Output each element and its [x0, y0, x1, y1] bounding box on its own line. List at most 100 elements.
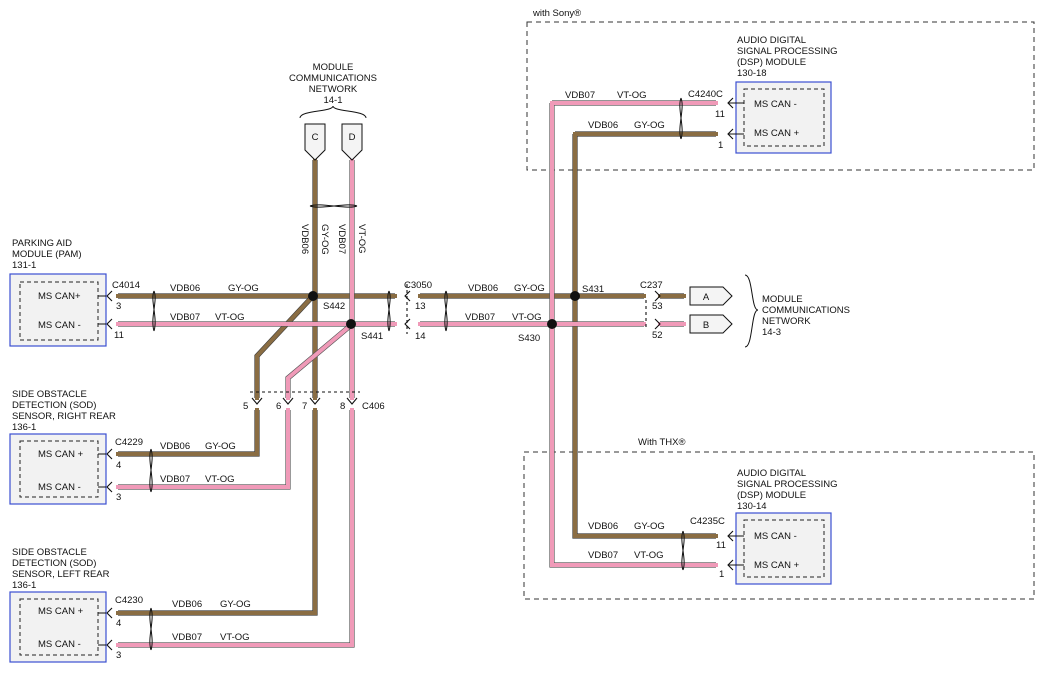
network-top-title-line: 14-1 [323, 95, 342, 106]
wire-label-gy-og: GY-OG [634, 521, 665, 532]
tab-c-label: C [312, 132, 319, 143]
pin-number: 4 [116, 618, 121, 629]
connector-c237-group: C237 53 52 A B MODULE COMMUNICATIONS NET… [640, 274, 850, 348]
splice-s430 [547, 319, 557, 329]
brace-icon [299, 105, 367, 119]
pin-number: 53 [652, 301, 663, 312]
thx-option-zone [523, 451, 1035, 600]
wire-label-vt-og: VT-OG [205, 474, 235, 485]
module-title-line: SIGNAL PROCESSING [737, 479, 837, 490]
tab-d-icon [341, 123, 363, 161]
twisted-pair-markers [149, 97, 685, 651]
tab-b-label: B [703, 320, 709, 331]
module-dsp-thx: AUDIO DIGITAL SIGNAL PROCESSING (DSP) MO… [588, 468, 837, 585]
network-top-title-line: MODULE [313, 62, 354, 73]
pin-label: MS CAN - [754, 531, 797, 542]
sony-option-zone [526, 21, 1035, 171]
pin-number: 3 [116, 492, 121, 503]
splice-s431 [570, 291, 580, 301]
connector-c4230: C4230 [115, 595, 143, 606]
module-title-line: (DSP) MODULE [737, 490, 806, 501]
pin-label: MS CAN+ [38, 291, 81, 302]
wire-label-gy-og: GY-OG [514, 283, 545, 294]
tab-b-icon [689, 314, 733, 334]
module-title-line: AUDIO DIGITAL [737, 468, 806, 479]
connector-c4235c: C4235C [690, 516, 725, 527]
module-title-line: DETECTION (SOD) [12, 558, 96, 569]
wire-label-vt-og: VT-OG [634, 550, 664, 561]
pin-label: MS CAN + [38, 449, 84, 460]
pin-label: MS CAN + [38, 606, 84, 617]
network-right-title-line: MODULE [762, 294, 803, 305]
module-title-line: SENSOR, RIGHT REAR [12, 411, 116, 422]
tab-a-label: A [703, 292, 710, 303]
network-top-title-line: NETWORK [309, 84, 358, 95]
module-sod-right: SIDE OBSTACLE DETECTION (SOD) SENSOR, RI… [9, 389, 236, 505]
connector-c237: C237 [640, 280, 663, 291]
wire-label-vdb06: VDB06 [160, 441, 190, 452]
wire-label-vt-og: VT-OG [220, 632, 250, 643]
splice-s441 [346, 319, 356, 329]
splice-s441-label: S441 [361, 331, 383, 342]
wire-label-vdb07: VDB07 [172, 632, 202, 643]
pin-number: 11 [114, 330, 124, 341]
module-title-line: 136-1 [12, 580, 36, 591]
connector-c4229: C4229 [115, 437, 143, 448]
brace-icon [744, 274, 759, 348]
module-title-line: AUDIO DIGITAL [737, 35, 806, 46]
splice-s430-label: S430 [518, 333, 540, 344]
pin-label: MS CAN - [38, 639, 81, 650]
module-title-line: SIGNAL PROCESSING [737, 46, 837, 57]
wire-label-vdb06: VDB06 [588, 120, 618, 131]
module-pam: PARKING AID MODULE (PAM) 131-1 MS CAN+ M… [9, 238, 259, 347]
module-title-line: 136-1 [12, 422, 36, 433]
module-title-line: DETECTION (SOD) [12, 400, 96, 411]
wire-label-vt-og: VT-OG [512, 312, 542, 323]
module-dsp-sony: AUDIO DIGITAL SIGNAL PROCESSING (DSP) MO… [565, 35, 837, 154]
wire-group-gy-og [116, 131, 718, 616]
module-title-line: 130-18 [737, 68, 767, 79]
tab-a-icon [689, 286, 733, 306]
pin-number: 5 [243, 401, 248, 412]
wire-group-vt-og [116, 100, 718, 648]
wire-label-gy-og: GY-OG [634, 120, 665, 131]
pin-number: 3 [116, 650, 121, 661]
module-title-line: SIDE OBSTACLE [12, 547, 87, 558]
pin-number: 14 [415, 331, 426, 342]
pin-label: MS CAN + [754, 560, 800, 571]
wire-label-vdb07: VDB07 [336, 224, 347, 254]
wire-label-vdb07: VDB07 [565, 90, 595, 101]
pin-number: 6 [276, 401, 281, 412]
network-top-title-line: COMMUNICATIONS [289, 73, 377, 84]
network-14-1: MODULE COMMUNICATIONS NETWORK 14-1 C D V… [289, 62, 377, 255]
pin-label: MS CAN - [38, 482, 81, 493]
splice-s431-label: S431 [582, 284, 604, 295]
pin-number: 7 [302, 401, 307, 412]
connector-c4014: C4014 [112, 280, 140, 291]
wire-label-vdb06: VDB06 [299, 224, 310, 254]
splice-s442 [308, 291, 318, 301]
module-title-line: PARKING AID [12, 238, 72, 249]
connector-c406-group: 5 6 7 8 C406 [243, 391, 385, 412]
wire-label-gy-og: GY-OG [205, 441, 236, 452]
connector-c406: C406 [362, 401, 385, 412]
network-right-title-line: 14-3 [762, 327, 781, 338]
wire-label-vdb06: VDB06 [588, 521, 618, 532]
wire-label-vdb07: VDB07 [160, 474, 190, 485]
wire-label-vdb07: VDB07 [588, 550, 618, 561]
wire-label-vdb06: VDB06 [468, 283, 498, 294]
wire-label-vt-og: VT-OG [215, 312, 245, 323]
pin-number: 11 [715, 109, 725, 120]
wire-label-vt-og: VT-OG [617, 90, 647, 101]
pin-number: 1 [718, 140, 723, 151]
splice-s442-label: S442 [323, 301, 345, 312]
tab-d-label: D [349, 132, 356, 143]
pin-label: MS CAN + [754, 128, 800, 139]
tab-c-icon [304, 123, 326, 161]
module-title-line: MODULE (PAM) [12, 249, 82, 260]
module-title-line: 130-14 [737, 501, 767, 512]
pin-label: MS CAN - [754, 99, 797, 110]
network-right-title-line: NETWORK [762, 316, 811, 327]
pin-number: 3 [116, 301, 121, 312]
